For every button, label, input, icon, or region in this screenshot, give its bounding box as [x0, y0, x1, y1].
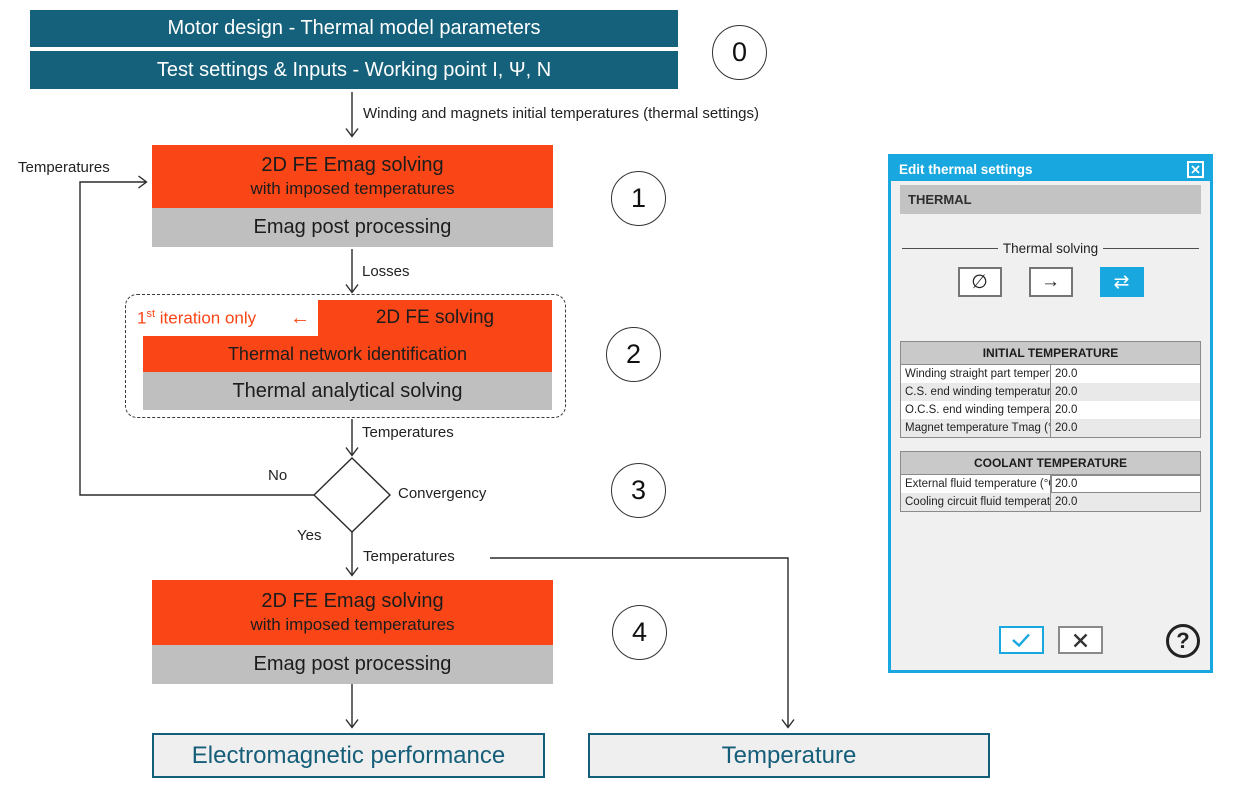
help-button[interactable]: ?: [1166, 624, 1200, 658]
dialog-actions: ?: [900, 624, 1201, 658]
close-icon: [1191, 164, 1200, 174]
decision-yes-label: Yes: [297, 527, 322, 544]
bi-directional-solving-button[interactable]: ⇄: [1099, 267, 1144, 297]
question-mark-icon: ?: [1176, 628, 1190, 653]
dialog-title: Edit thermal settings: [899, 161, 1033, 177]
decision-no-label: No: [268, 467, 288, 484]
input-box-test-settings: Test settings & Inputs - Working point I…: [30, 51, 678, 89]
table-row: C.S. end winding temperature (°C) 20.0: [900, 383, 1201, 401]
stage2-analytical-solving-box: Thermal analytical solving: [143, 372, 552, 410]
one-directional-solving-button[interactable]: →: [1028, 267, 1073, 297]
initial-temperature-table: INITIAL TEMPERATURE Winding straight par…: [900, 341, 1201, 438]
param-value-input[interactable]: 20.0: [1050, 383, 1201, 401]
param-value-input[interactable]: 20.0: [1050, 474, 1201, 493]
thermal-solving-label: Thermal solving: [997, 241, 1104, 256]
one-way-arrow-icon: →: [1041, 271, 1060, 292]
stage2-network-identification-box: Thermal network identification: [143, 336, 552, 372]
cancel-x-icon: [1073, 633, 1087, 647]
feedback-temperatures-label: Temperatures: [18, 159, 110, 176]
step-badge-2: 2: [606, 327, 661, 382]
temperatures-mid-label: Temperatures: [362, 424, 454, 441]
stage4-emag-solving-box: 2D FE Emag solving with imposed temperat…: [152, 580, 553, 645]
temperatures-out-label: Temperatures: [363, 548, 455, 565]
left-arrow-icon: ←: [290, 306, 310, 329]
table-row: External fluid temperature (°C) 20.0: [901, 474, 1201, 493]
initial-temperatures-arrow-label: Winding and magnets initial temperatures…: [363, 105, 760, 122]
initial-temperature-header: INITIAL TEMPERATURE: [900, 341, 1201, 365]
no-solving-icon: ∅: [971, 271, 988, 293]
param-label: Magnet temperature Tmag (°C): [905, 422, 1051, 434]
checkmark-icon: [1012, 633, 1030, 647]
result-electromagnetic-performance-box: Electromagnetic performance: [152, 733, 545, 778]
stage2-fe-solving-box: 2D FE solving: [318, 300, 552, 336]
dialog-body: THERMAL Thermal solving ∅ → ⇄ INITIAL TE…: [891, 181, 1210, 670]
thermal-solving-options: ∅ → ⇄: [900, 267, 1201, 297]
param-value-input[interactable]: 20.0: [1050, 419, 1201, 438]
dialog-title-bar[interactable]: Edit thermal settings: [891, 157, 1210, 181]
stage1-emag-solving-box: 2D FE Emag solving with imposed temperat…: [152, 145, 553, 208]
decision-convergency-label: Convergency: [398, 485, 487, 502]
step-badge-1: 1: [611, 171, 666, 226]
table-row: Magnet temperature Tmag (°C) 20.0: [900, 419, 1201, 438]
thermal-section-header: THERMAL: [900, 185, 1201, 214]
stage4-line1: 2D FE Emag solving: [261, 590, 444, 613]
two-way-arrows-icon: ⇄: [1113, 271, 1130, 293]
stage1-post-processing-box: Emag post processing: [152, 208, 553, 247]
stage4-post-processing-box: Emag post processing: [152, 645, 553, 684]
cancel-button[interactable]: [1057, 626, 1103, 654]
param-label: External fluid temperature (°C): [905, 478, 1051, 490]
param-label: C.S. end winding temperature (°C): [905, 386, 1051, 398]
thermal-solving-group: Thermal solving: [900, 240, 1201, 256]
close-button[interactable]: [1187, 160, 1204, 178]
param-label: Winding straight part temperature (°C): [905, 368, 1051, 380]
param-value-input[interactable]: 20.0: [1050, 401, 1201, 419]
stage1-line1: 2D FE Emag solving: [261, 154, 444, 177]
param-value-input[interactable]: 20.0: [1050, 493, 1201, 512]
step-badge-3: 3: [611, 463, 666, 518]
first-iteration-text: 1st iteration only: [137, 307, 257, 328]
test-settings-label: Test settings & Inputs - Working point I…: [156, 58, 552, 81]
coolant-temperature-table: COOLANT TEMPERATURE External fluid tempe…: [900, 451, 1201, 512]
step-badge-0: 0: [712, 25, 767, 80]
motor-design-label: Motor design - Thermal model parameters: [167, 17, 541, 39]
table-row: Cooling circuit fluid temperature (°C) 2…: [900, 493, 1201, 512]
edit-thermal-settings-dialog: Edit thermal settings THERMAL Thermal so…: [888, 154, 1213, 673]
stage4-line2: with imposed temperatures: [250, 615, 455, 635]
table-row: O.C.S. end winding temperature (°C) 20.0: [901, 401, 1201, 419]
first-iteration-note: 1st iteration only ←: [137, 300, 310, 336]
param-label: O.C.S. end winding temperature (°C): [905, 404, 1051, 416]
ok-button[interactable]: [998, 626, 1044, 654]
param-value-input[interactable]: 20.0: [1050, 364, 1201, 383]
result-temperature-box: Temperature: [588, 733, 990, 778]
input-box-motor-design: Motor design - Thermal model parameters: [30, 10, 678, 47]
table-row: Winding straight part temperature (°C) 2…: [901, 364, 1201, 383]
no-thermal-solving-button[interactable]: ∅: [957, 267, 1002, 297]
coolant-temperature-header: COOLANT TEMPERATURE: [900, 451, 1201, 475]
param-label: Cooling circuit fluid temperature (°C): [905, 496, 1051, 508]
losses-arrow-label: Losses: [362, 263, 410, 280]
stage1-line2: with imposed temperatures: [250, 179, 455, 199]
step-badge-4: 4: [612, 605, 667, 660]
